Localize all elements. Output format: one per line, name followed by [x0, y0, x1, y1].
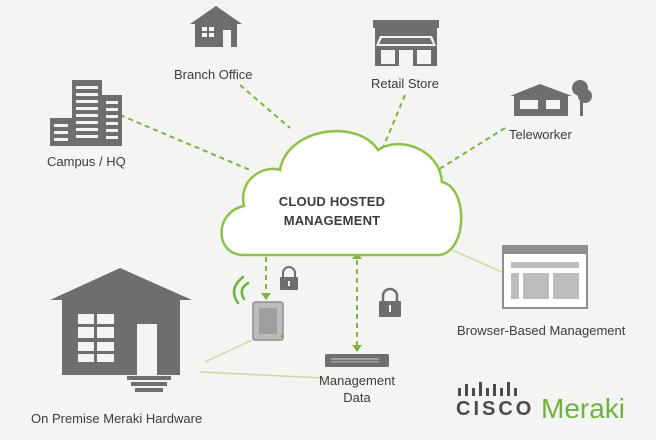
browser-window-icon: [502, 245, 588, 309]
arrow-down-mgmt: [352, 345, 362, 352]
cloud-shape: [220, 129, 463, 257]
management-data-label: Management Data: [319, 372, 395, 406]
retail-store-label: Retail Store: [371, 76, 439, 91]
access-point-icon: [252, 301, 284, 341]
campus-hq-icon: [50, 80, 122, 146]
branch-office-label: Branch Office: [174, 67, 253, 82]
faint-lines: [199, 249, 503, 379]
connection-lines: [119, 84, 506, 348]
arrow-down-hardware: [261, 293, 271, 300]
campus-hq-label: Campus / HQ: [47, 154, 126, 169]
teleworker-icon: [510, 80, 592, 116]
lock-icon: [280, 266, 298, 290]
on-premise-label: On Premise Meraki Hardware: [31, 411, 203, 426]
management-data-line1: Management: [319, 373, 395, 388]
retail-store-icon: [373, 20, 439, 66]
branch-office-icon: [190, 6, 242, 47]
cisco-wordmark: CISCO: [456, 398, 535, 420]
cisco-logo-bars: [458, 382, 517, 396]
link-retail: [379, 94, 406, 156]
browser-management-label: Browser-Based Management: [457, 323, 626, 338]
cloud-label-line2: MANAGEMENT: [283, 213, 381, 228]
cloud-label: CLOUD HOSTED MANAGEMENT: [262, 192, 402, 230]
management-data-line2: Data: [343, 390, 371, 405]
link-onprem-device: [204, 339, 253, 363]
teleworker-label: Teleworker: [509, 127, 572, 142]
lock-icon: [379, 287, 401, 317]
on-premise-house-icon: [50, 268, 192, 392]
link-onprem-mgmt: [199, 371, 326, 379]
link-teleworker: [424, 127, 506, 179]
link-browser: [451, 249, 503, 273]
appliance-icon: [325, 354, 389, 367]
link-campus: [119, 114, 251, 171]
wifi-icon: [232, 275, 250, 305]
meraki-wordmark: Meraki: [541, 393, 626, 424]
cloud-label-line1: CLOUD HOSTED: [278, 194, 386, 209]
link-branch: [239, 84, 291, 129]
